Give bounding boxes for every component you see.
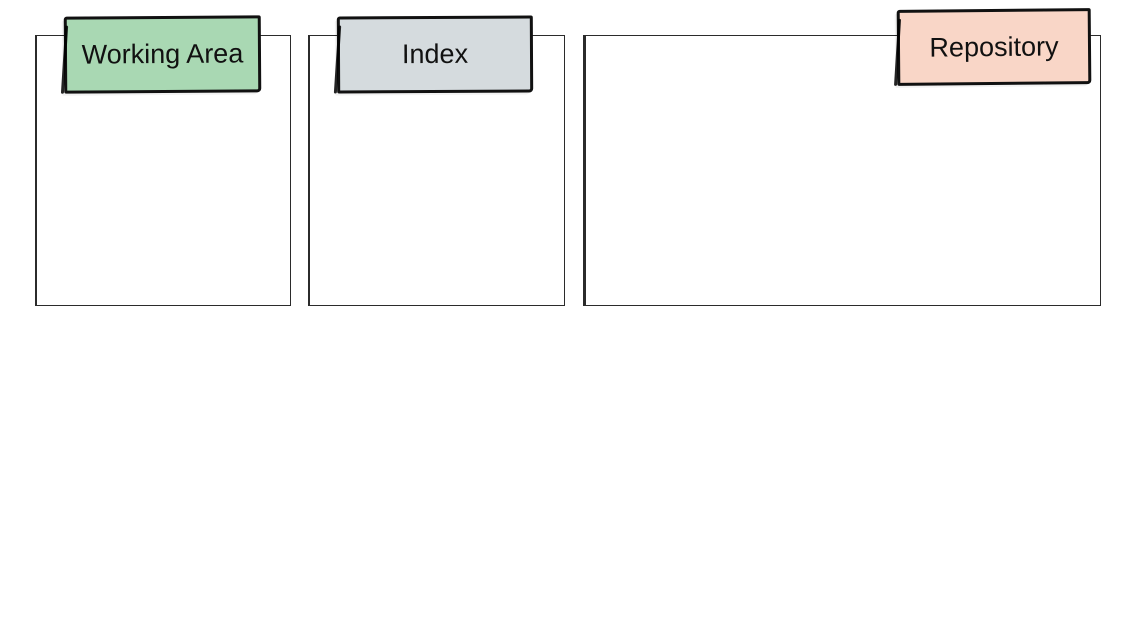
- working-area-label: Working Area: [81, 38, 244, 70]
- working-area-tab: Working Area: [63, 15, 262, 94]
- index-label: Index: [401, 38, 469, 70]
- repository-tab: Repository: [896, 8, 1092, 86]
- index-tab: Index: [336, 15, 534, 94]
- repository-label: Repository: [929, 30, 1059, 63]
